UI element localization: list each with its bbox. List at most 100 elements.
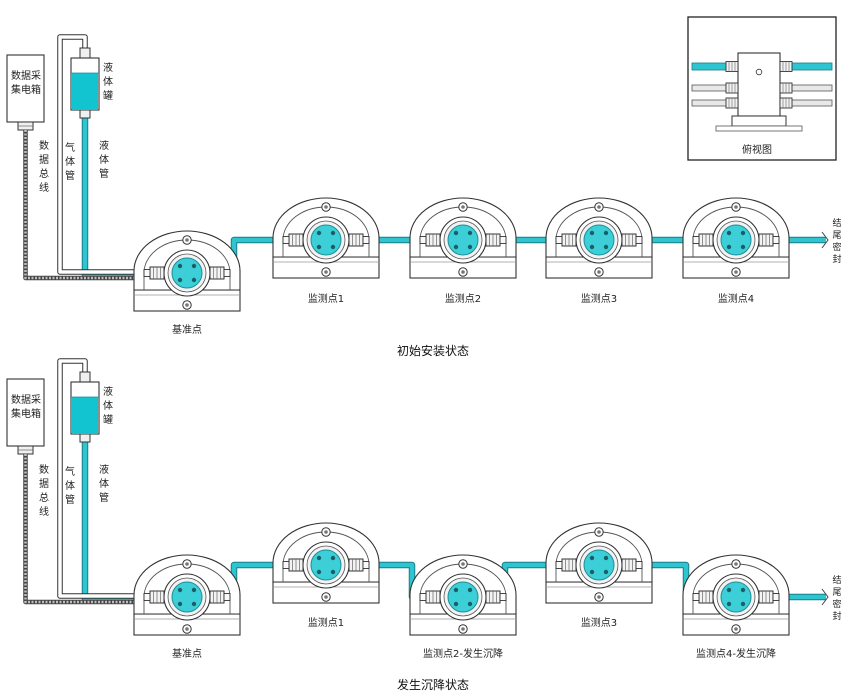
station-point-3-sight-window <box>583 224 615 256</box>
station-point-4-settled-screw-top-core <box>734 562 738 566</box>
station-point-3-fitting-right-tip <box>635 236 643 244</box>
station-point-2-fitting-right <box>485 233 507 247</box>
station-reference <box>133 230 241 312</box>
station-point-3-window-bolt <box>589 230 595 236</box>
station-point-2-settled-window-bolt <box>467 587 473 593</box>
data-bus-label: 数据总线 <box>39 465 49 518</box>
liquid-pipe <box>82 442 140 602</box>
station-point-3-screw-top-core <box>597 530 601 534</box>
inset-sensor-body <box>737 52 781 117</box>
station-reference-window-bolt <box>191 601 197 607</box>
station-reference-fitting-right-tip <box>223 593 231 601</box>
station-point-1-screw-bottom-core <box>324 595 328 599</box>
end-seal-label: 结尾密封 <box>832 219 842 265</box>
station-point-4-window-bolt <box>740 230 746 236</box>
collector-box-label: 数据采集电箱 <box>11 395 41 420</box>
station-point-4-window-bolt <box>740 244 746 250</box>
station-label-point-1: 监测点1 <box>307 618 345 629</box>
end-seal-mark <box>821 588 829 606</box>
station-point-1-window-bolt <box>330 230 336 236</box>
tank-top-fitting <box>79 47 91 59</box>
station-reference-fitting-left <box>143 590 165 604</box>
station-point-2-screw-bottom-core <box>461 270 465 274</box>
station-point-3-window-bolt <box>589 244 595 250</box>
station-point-3 <box>545 522 653 604</box>
station-reference-fitting-left-tip <box>143 593 151 601</box>
station-point-2-settled <box>409 554 517 636</box>
gas-pipe-label: 气体管 <box>65 143 75 182</box>
station-label-point-2: 监测点2 <box>444 294 482 305</box>
liquid-tank-fill <box>72 73 98 109</box>
station-reference-fitting-left-tip <box>143 269 151 277</box>
station-reference <box>133 554 241 636</box>
station-point-1-screw-bottom-core <box>324 270 328 274</box>
inset-plinth <box>715 125 803 132</box>
station-reference-screw-bottom-core <box>185 303 189 307</box>
station-label-point-4: 监测点4-发生沉降 <box>696 649 776 660</box>
station-reference-window-bolt <box>177 587 183 593</box>
station-point-3-fitting-left-tip <box>555 561 563 569</box>
station-reference-screw-bottom-core <box>185 627 189 631</box>
station-point-2-settled-fitting-left-tip <box>419 593 427 601</box>
station-point-4-settled-fitting-left-tip <box>692 593 700 601</box>
station-point-1-fitting-left <box>282 558 304 572</box>
station-point-4-screw-bottom-core <box>734 270 738 274</box>
liquid-pipe-edge <box>81 118 140 279</box>
inset-label: 俯视图 <box>742 145 772 156</box>
station-point-3-fitting-left <box>555 233 577 247</box>
station-point-2-screw-top-core <box>461 205 465 209</box>
station-point-4-settled-fitting-right-tip <box>772 593 780 601</box>
station-point-3-fitting-left <box>555 558 577 572</box>
top-view-inset <box>687 16 837 161</box>
station-point-1 <box>272 197 380 279</box>
station-point-2-window-bolt <box>467 230 473 236</box>
station-point-1-fitting-left <box>282 233 304 247</box>
station-point-4-settled-sight-window <box>720 581 752 613</box>
station-label-point-4: 监测点4 <box>717 294 755 305</box>
station-point-2-settled-screw-bottom-core <box>461 627 465 631</box>
station-reference-fitting-right <box>209 590 231 604</box>
station-reference-fitting-right <box>209 266 231 280</box>
station-point-2-window-bolt <box>453 244 459 250</box>
station-point-4-settled-screw-bottom-core <box>734 627 738 631</box>
end-seal-label: 结尾密封 <box>832 576 842 622</box>
station-point-4-settled-window-bolt <box>726 601 732 607</box>
station-point-1-window-bolt <box>330 555 336 561</box>
liquid-pipe-label: 液体管 <box>99 141 109 180</box>
station-point-2-settled-window-bolt <box>467 601 473 607</box>
station-point-4-fitting-left-tip <box>692 236 700 244</box>
end-seal-mark <box>821 231 829 249</box>
station-point-3-fitting-right <box>621 233 643 247</box>
station-reference-sight-window <box>171 257 203 289</box>
station-label-point-2: 监测点2-发生沉降 <box>423 649 503 660</box>
station-point-2-settled-window-bolt <box>453 601 459 607</box>
station-point-2 <box>409 197 517 279</box>
station-point-1-window-bolt <box>316 230 322 236</box>
station-point-4 <box>682 197 790 279</box>
gas-pipe-label: 气体管 <box>65 467 75 506</box>
station-point-4-settled-window-bolt <box>726 587 732 593</box>
station-point-1-window-bolt <box>330 569 336 575</box>
station-point-4-window-bolt <box>726 230 732 236</box>
station-reference-fitting-left <box>143 266 165 280</box>
station-point-4-settled-fitting-left <box>692 590 714 604</box>
station-label-point-1: 监测点1 <box>307 294 345 305</box>
station-label-point-3: 监测点3 <box>580 618 618 629</box>
station-point-3-fitting-right-tip <box>635 561 643 569</box>
station-point-2-settled-fitting-left <box>419 590 441 604</box>
station-point-4-settled <box>682 554 790 636</box>
station-point-2-window-bolt <box>467 244 473 250</box>
station-point-2-fitting-left-tip <box>419 236 427 244</box>
station-point-4-fitting-right-tip <box>772 236 780 244</box>
data-collector-box <box>6 54 45 123</box>
station-point-1-fitting-right-tip <box>362 236 370 244</box>
object-layer <box>6 16 837 636</box>
state-caption-settled: 发生沉降状态 <box>396 678 470 692</box>
station-point-1-fitting-right <box>348 233 370 247</box>
liquid-tank-label: 液体罐 <box>103 387 113 426</box>
data-bus-label: 数据总线 <box>39 141 49 194</box>
station-point-1-fitting-left-tip <box>282 236 290 244</box>
station-point-1-sight-window <box>310 224 342 256</box>
station-point-1-window-bolt <box>316 244 322 250</box>
